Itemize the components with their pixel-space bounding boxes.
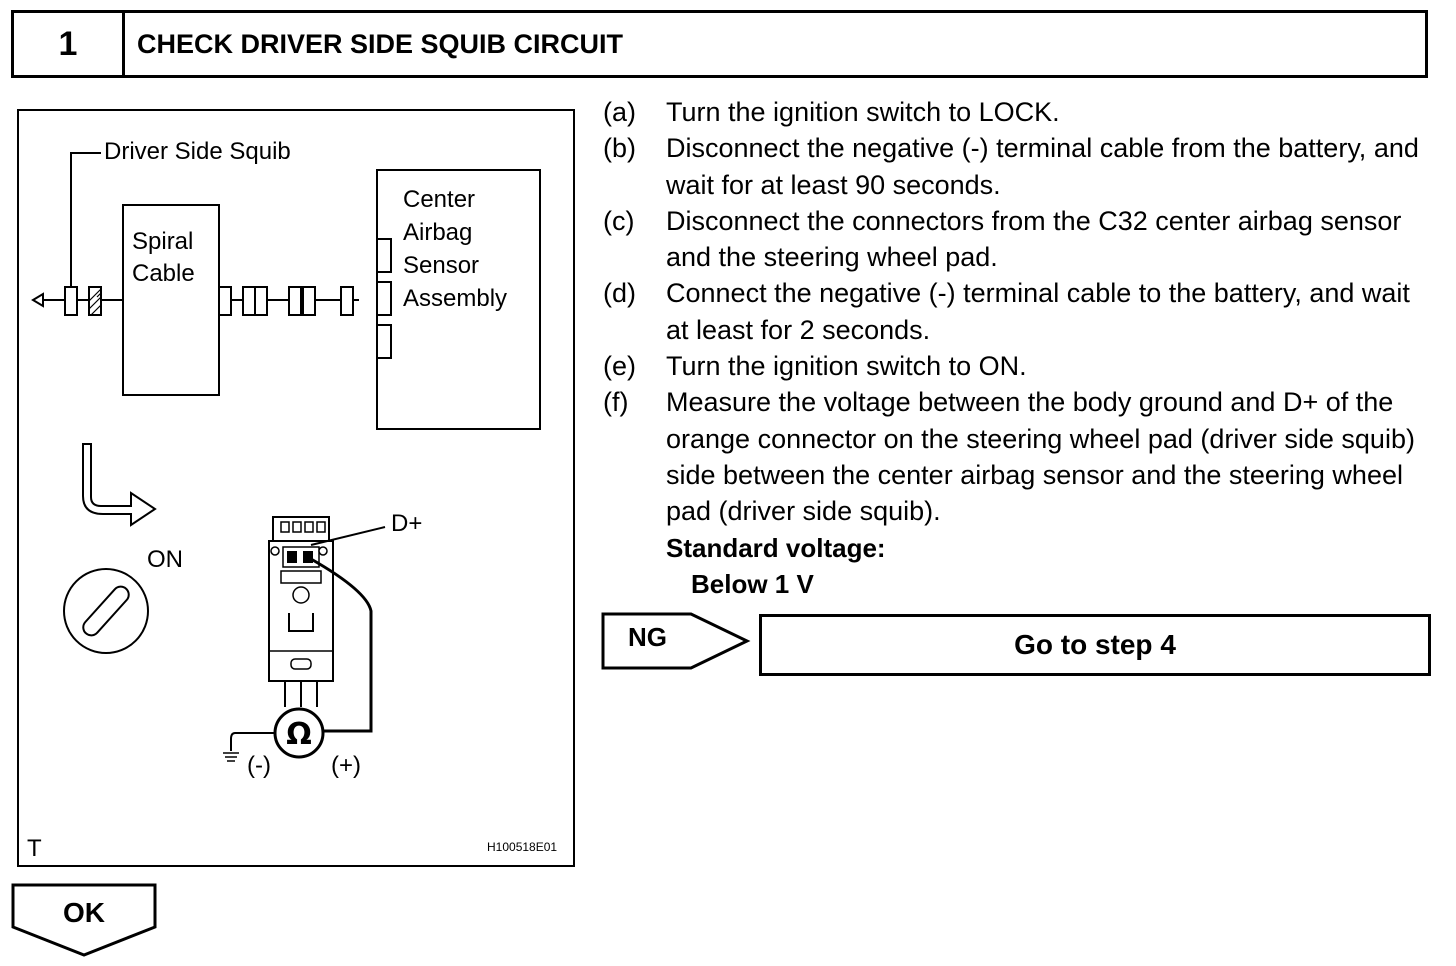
squib-pointer-icon [31, 292, 44, 308]
connector-icon [254, 286, 268, 316]
positive-probe-wire [310, 557, 373, 733]
sensor-label-4: Assembly [403, 285, 507, 312]
circuit-diagram: Driver Side Squib Spiral Cable Center Ai… [27, 138, 557, 862]
dplus-label: D+ [391, 510, 422, 537]
spiral-label-2: Cable [132, 260, 195, 287]
standard-voltage-label: Standard voltage: [666, 532, 886, 563]
step-header: 1 CHECK DRIVER SIDE SQUIB CIRCUIT [11, 10, 1428, 78]
figure-id: H100518E01 [487, 840, 557, 854]
step-text: Disconnect the negative (-) terminal cab… [666, 133, 1419, 200]
standard-voltage-value: Below 1 V [691, 568, 814, 599]
key-slot-icon [82, 585, 130, 637]
step-row: (a) Turn the ignition switch to LOCK. [603, 94, 1433, 130]
step-text: Measure the voltage between the body gro… [666, 387, 1415, 527]
spiral-cable-box [122, 204, 220, 396]
step-number: 1 [14, 13, 125, 75]
sensor-port-icon [376, 324, 392, 359]
sensor-label-1: Center [403, 186, 475, 213]
squib-connector-icon [64, 286, 78, 316]
step-row: (d) Connect the negative (-) terminal ca… [603, 275, 1433, 348]
spiral-label-1: Spiral [132, 228, 193, 255]
dplus-leader-line [310, 526, 386, 546]
circuit-illustration: Driver Side Squib Spiral Cable Center Ai… [17, 109, 575, 867]
ng-arrow-icon [601, 612, 751, 670]
step-letter: (c) [603, 205, 635, 236]
step-title: CHECK DRIVER SIDE SQUIB CIRCUIT [137, 28, 624, 59]
step-text: Connect the negative (-) terminal cable … [666, 278, 1410, 345]
step-text: Turn the ignition switch to LOCK. [666, 97, 1060, 127]
step-letter: (d) [603, 278, 636, 309]
on-label: ON [147, 546, 183, 573]
negative-probe-wire [230, 732, 275, 751]
sensor-label-3: Sensor [403, 252, 479, 279]
connector-icon [218, 286, 232, 316]
procedure-steps: (a) Turn the ignition switch to LOCK. (b… [603, 94, 1433, 602]
step-row: (c) Disconnect the connectors from the C… [603, 203, 1433, 276]
connector-icon [302, 286, 316, 316]
ok-label: OK [63, 897, 105, 928]
connector-icon [288, 286, 302, 316]
plus-label: (+) [331, 752, 361, 779]
ohm-symbol: Ω [286, 717, 312, 752]
ng-label: NG [628, 622, 667, 652]
step-row: (e) Turn the ignition switch to ON. [603, 348, 1433, 384]
step-letter: (f) [603, 387, 629, 418]
sensor-port-icon [376, 281, 392, 316]
step-text: Disconnect the connectors from the C32 c… [666, 205, 1402, 273]
squib-leader-line [70, 152, 101, 293]
corner-mark: T [27, 835, 42, 862]
squib-label: Driver Side Squib [104, 138, 291, 165]
bent-arrow-icon [82, 443, 157, 527]
step-row: (b) Disconnect the negative (-) terminal… [603, 130, 1433, 203]
center-airbag-sensor-box [376, 169, 541, 430]
orange-connector-icon [268, 516, 334, 707]
step-letter: (a) [603, 97, 636, 127]
go-to-step-text: Go to step 4 [1014, 629, 1176, 660]
minus-label: (-) [247, 752, 271, 779]
go-to-step-link[interactable]: Go to step 4 [759, 614, 1431, 676]
step-text: Turn the ignition switch to ON. [666, 351, 1027, 382]
connector-icon [340, 286, 354, 316]
connector-icon [242, 286, 256, 316]
ok-arrow-icon [11, 883, 157, 957]
sensor-port-icon [376, 238, 392, 273]
step-letter: (e) [603, 351, 636, 382]
step-letter: (b) [603, 133, 636, 164]
sensor-label-2: Airbag [403, 219, 472, 246]
step-row: (f) Measure the voltage between the body… [603, 384, 1433, 529]
